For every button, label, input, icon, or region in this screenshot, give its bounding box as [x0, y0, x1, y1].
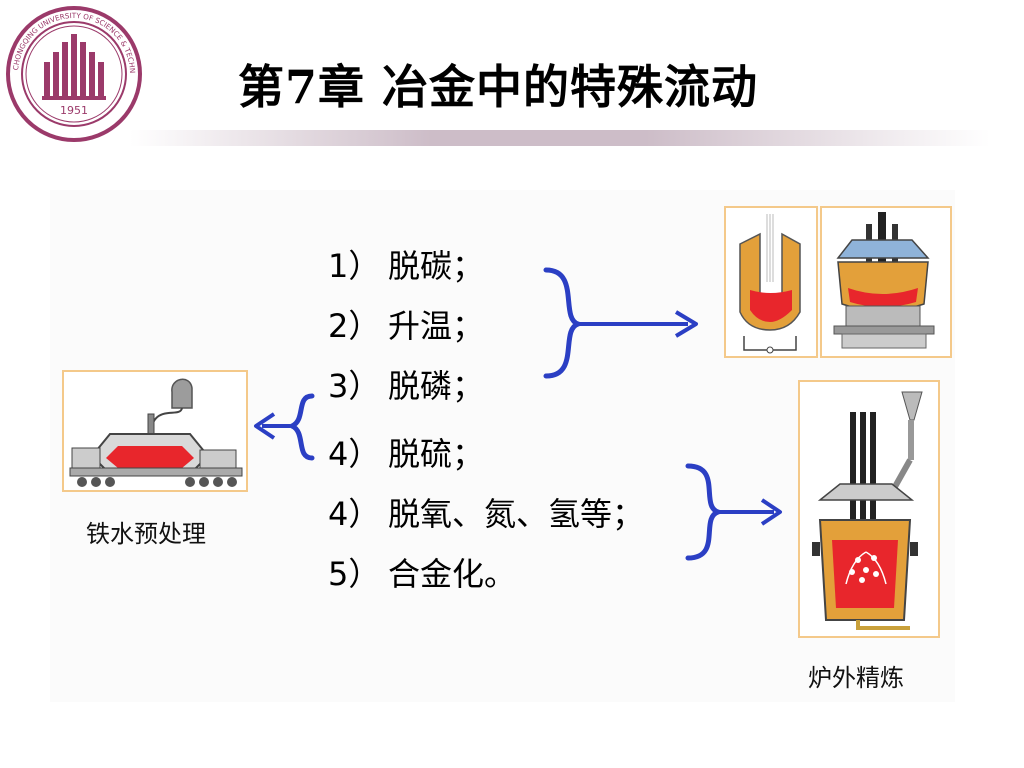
list-item: 1）脱碳；	[328, 247, 485, 285]
torpedo-car-illustration	[69, 378, 243, 487]
caption-hot-metal-pretreatment: 铁水预处理	[86, 520, 206, 548]
list-item: 3）脱磷；	[328, 367, 485, 405]
arrow-head-left	[254, 412, 276, 440]
list-item: 4）脱氧、氮、氢等；	[328, 495, 645, 533]
title-underline-bar	[130, 130, 990, 146]
brace-top-right	[543, 267, 586, 379]
university-logo: 1951 CHONGQING UNIVERSITY OF SCIENCE & T…	[4, 4, 142, 142]
arrow-head-top-right	[674, 310, 698, 338]
brace-left	[285, 393, 315, 461]
list-item: 5）合金化。	[328, 555, 517, 593]
list-item: 4）脱硫；	[328, 435, 485, 473]
arrow-head-bottom-right	[760, 498, 782, 526]
eaf-illustration	[833, 212, 935, 349]
brace-bottom-right	[685, 463, 726, 561]
ladle-furnace-illustration	[812, 391, 923, 630]
converter-illustration	[739, 214, 801, 354]
caption-secondary-refining: 炉外精炼	[808, 664, 904, 692]
list-item: 2）升温；	[328, 307, 485, 345]
logo-year: 1951	[60, 104, 88, 117]
page-title: 第7章 冶金中的特殊流动	[238, 60, 759, 114]
